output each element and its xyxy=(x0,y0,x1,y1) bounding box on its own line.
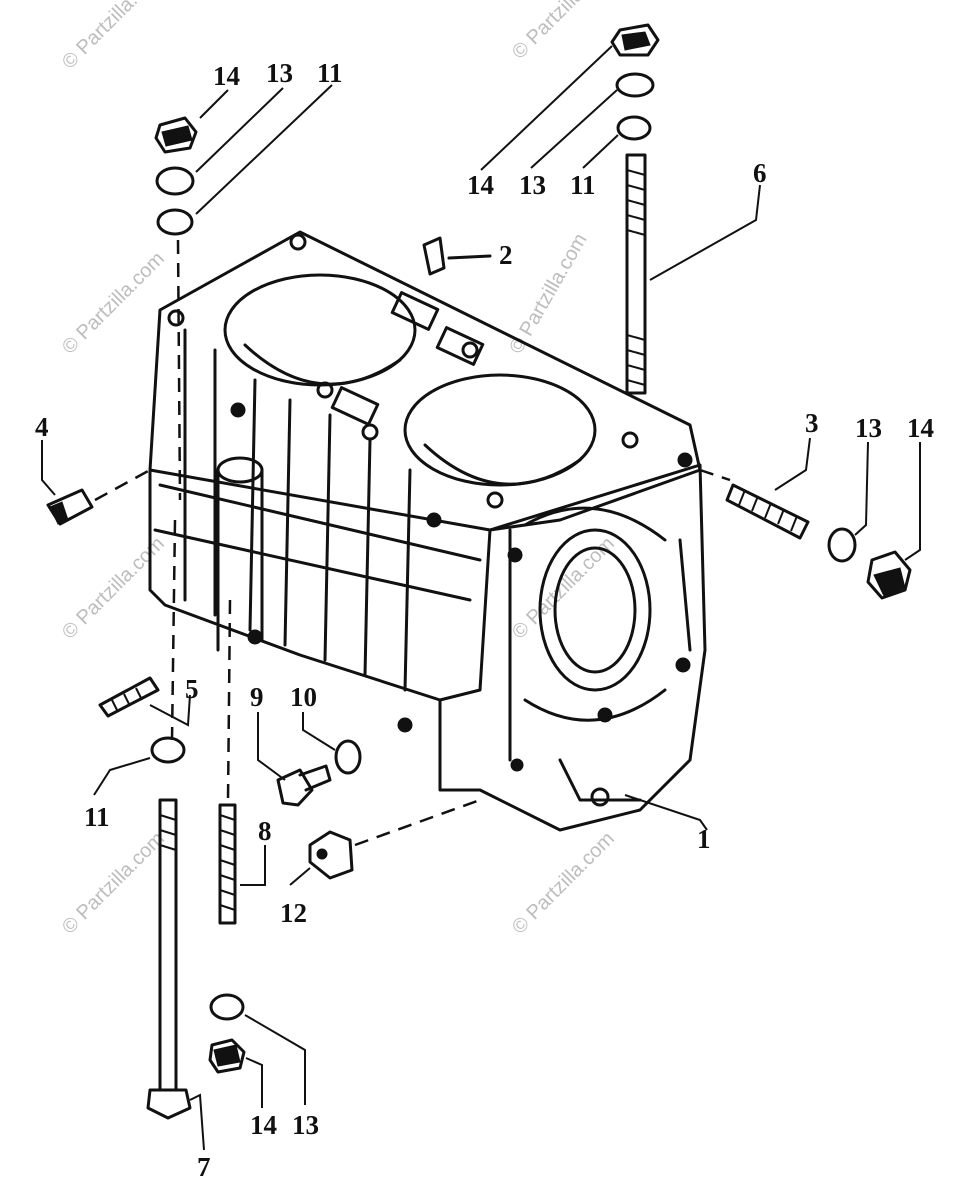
callout-label-3: 3 xyxy=(805,408,819,438)
callout-label-14-top-right: 14 xyxy=(467,170,494,200)
callout-label-11-left: 11 xyxy=(84,802,110,832)
callout-label-11-top-left: 11 xyxy=(317,58,343,88)
watermark: © Partzilla.com xyxy=(58,248,169,359)
callout-label-14-right: 14 xyxy=(907,413,934,443)
bolt-part-9 xyxy=(276,764,332,807)
watermark-layer: © Partzilla.com © Partzilla.com © Partzi… xyxy=(58,0,619,939)
callout-label-13-top-left: 13 xyxy=(266,58,293,88)
washer-part xyxy=(155,166,195,196)
callout-label-12: 12 xyxy=(280,898,307,928)
callout-label-7: 7 xyxy=(197,1152,211,1182)
washer-part xyxy=(209,993,245,1021)
washer-part xyxy=(156,208,194,236)
callout-label-2: 2 xyxy=(499,240,513,270)
bolt-part-7 xyxy=(146,798,192,1120)
washer-part xyxy=(616,115,652,141)
plug-part-4 xyxy=(46,488,94,526)
clip-part-12 xyxy=(308,830,354,880)
fitting-part-5 xyxy=(98,676,160,718)
callout-label-8: 8 xyxy=(258,816,272,846)
washer-part xyxy=(150,736,186,764)
callout-label-11-top-right: 11 xyxy=(570,170,596,200)
callout-label-6: 6 xyxy=(753,158,767,188)
stud-part-3 xyxy=(725,483,810,540)
callout-label-1: 1 xyxy=(697,824,711,854)
callout-label-13-top-right: 13 xyxy=(519,170,546,200)
dowel-pin-part xyxy=(422,236,492,276)
assembly-dash-lines xyxy=(94,239,731,847)
nut-part xyxy=(866,550,912,600)
washer-part xyxy=(615,72,655,98)
washer-part-10 xyxy=(334,739,362,775)
leader-lines xyxy=(41,45,921,1151)
nut-part xyxy=(610,23,660,57)
watermark: © Partzilla.com xyxy=(58,0,169,74)
crankcase-block xyxy=(148,230,707,832)
nut-part xyxy=(208,1038,246,1074)
callout-label-13-bottom: 13 xyxy=(292,1110,319,1140)
stud-part-8 xyxy=(218,803,237,925)
nut-part xyxy=(154,116,198,154)
washer-part xyxy=(827,527,857,563)
stud-part-6 xyxy=(625,153,647,395)
callout-label-14-bottom: 14 xyxy=(250,1110,277,1140)
callout-label-9: 9 xyxy=(250,682,264,712)
callout-label-4: 4 xyxy=(35,412,49,442)
callout-label-10: 10 xyxy=(290,682,317,712)
watermark: © Partzilla.com xyxy=(58,828,169,939)
watermark: © Partzilla.com xyxy=(508,828,619,939)
callout-label-13-right: 13 xyxy=(855,413,882,443)
watermark: © Partzilla.com xyxy=(58,533,169,644)
callout-label-5: 5 xyxy=(185,674,199,704)
callout-labels: 1 2 3 4 5 6 7 8 9 10 11 11 11 12 13 13 1… xyxy=(35,58,934,1182)
callout-label-14-top-left: 14 xyxy=(213,61,240,91)
